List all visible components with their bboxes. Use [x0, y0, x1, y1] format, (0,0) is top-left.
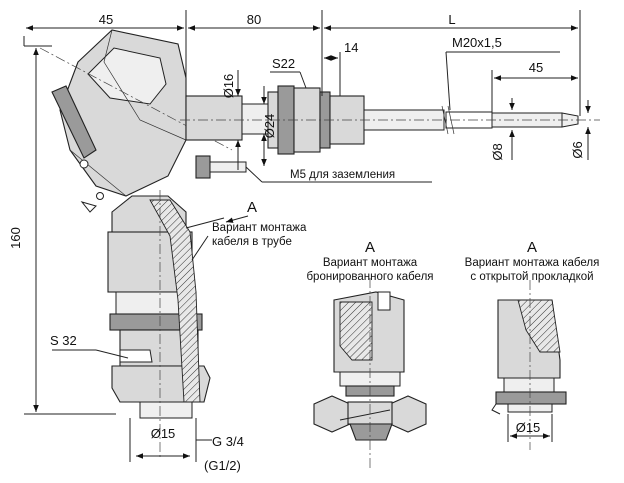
variant-open-line1: Вариант монтажа кабеля: [465, 257, 600, 269]
connection-head: [39, 29, 233, 213]
dimension-lines: [23, 10, 591, 462]
detail-open: [491, 280, 567, 450]
dim-160: 160: [8, 227, 23, 249]
horizontal-stem: [180, 85, 600, 155]
dim-L: L: [448, 12, 455, 27]
dim-dia15-main: Ø15: [151, 426, 176, 441]
dim-dia16: Ø16: [221, 74, 236, 99]
dim-80: 80: [247, 12, 261, 27]
variant-pipe-line1: Вариант монтажа: [212, 222, 307, 234]
variant-armored-line1: Вариант монтажа: [323, 257, 418, 269]
variant-armored-line2: бронированного кабеля: [306, 271, 433, 283]
cable-gland-body: [107, 190, 211, 460]
view-a-armored-label: A: [365, 239, 375, 256]
dim-14: 14: [344, 40, 358, 55]
main-view: [39, 29, 600, 460]
dim-s32: S 32: [50, 333, 77, 348]
variant-pipe-line2: кабеля в трубе: [212, 236, 292, 248]
annotation-texts: М5 для заземления A Вариант монтажа кабе…: [212, 169, 599, 283]
dim-g12: (G1/2): [204, 458, 241, 473]
dim-g34: G 3/4: [212, 434, 244, 449]
dim-dia6: Ø6: [570, 141, 585, 158]
view-a-main-label: A: [247, 199, 257, 216]
dim-dia15-detail: Ø15: [516, 420, 541, 435]
dim-thread: M20x1,5: [452, 35, 502, 50]
dim-dia24: Ø24: [262, 114, 277, 139]
dim-45-right: 45: [529, 60, 543, 75]
dim-s22: S22: [272, 56, 295, 71]
dimension-texts: 45 80 L 160 14 45 M20x1,5 Ø16 Ø24 S22 Ø8…: [8, 12, 585, 473]
detail-armored: [313, 278, 427, 468]
grounding-screw: [195, 155, 247, 179]
variant-open-line2: с открытой прокладкой: [470, 271, 593, 283]
view-a-open-label: A: [527, 239, 537, 256]
dim-45-top: 45: [99, 12, 113, 27]
grounding-label: М5 для заземления: [290, 169, 395, 181]
dim-dia8: Ø8: [490, 143, 505, 160]
